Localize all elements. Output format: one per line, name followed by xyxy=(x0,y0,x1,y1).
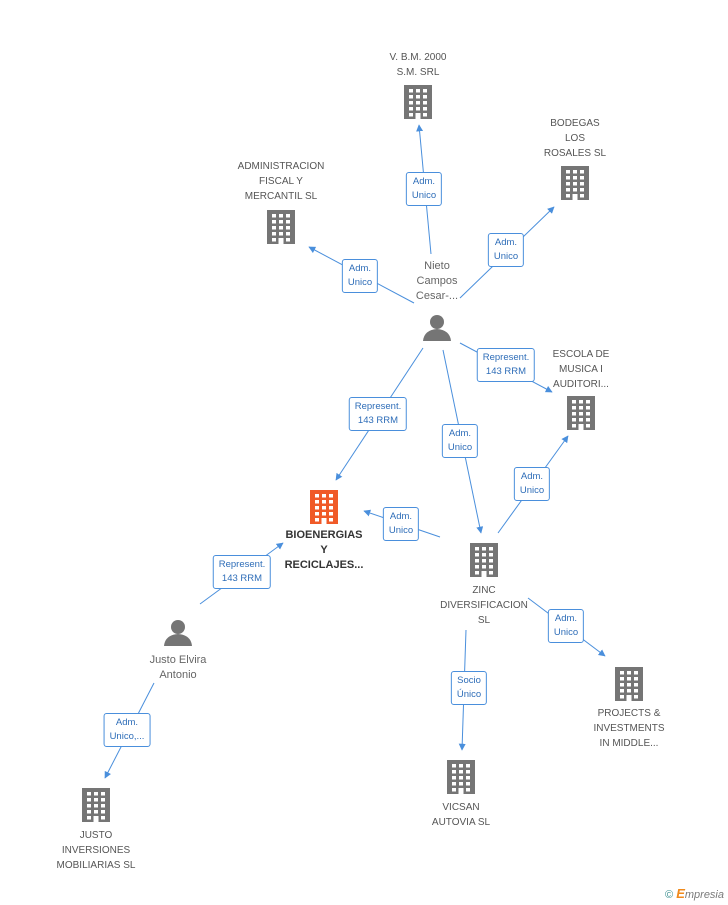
node-label-escola[interactable]: ESCOLA DE MUSICA I AUDITORI... xyxy=(552,349,610,390)
node-label-nieto[interactable]: Nieto Campos Cesar-... xyxy=(415,260,459,302)
edge-label-zinc-to-bioenergias[interactable]: Adm. Unico xyxy=(382,507,420,541)
building-icon-admin[interactable] xyxy=(267,210,295,244)
edge-label-zinc-to-vicsan[interactable]: Socio Único xyxy=(450,671,488,705)
node-label-admin[interactable]: ADMINISTRACION FISCAL Y MERCANTIL SL xyxy=(237,161,325,202)
node-label-zinc[interactable]: ZINC DIVERSIFICACION SL xyxy=(440,585,528,626)
building-icon-justo_inv[interactable] xyxy=(82,788,110,822)
building-icon-projects[interactable] xyxy=(615,667,643,701)
edge-label-nieto-to-zinc[interactable]: Adm. Unico xyxy=(441,424,479,458)
edge-label-nieto-to-bodegas[interactable]: Adm. Unico xyxy=(487,233,525,267)
brand-name: mpresia xyxy=(684,889,724,901)
edge-label-justo_elvira-to-justo_inv[interactable]: Adm. Unico,... xyxy=(103,713,151,747)
building-icon-bioenergias[interactable] xyxy=(310,490,338,524)
building-icon-vbm[interactable] xyxy=(404,85,432,119)
building-icon-vicsan[interactable] xyxy=(447,760,475,794)
person-icon-nieto[interactable] xyxy=(423,315,451,341)
building-icon-zinc[interactable] xyxy=(470,543,498,577)
copyright-symbol: © xyxy=(665,889,674,901)
edge-label-justo_elvira-to-bioenergias[interactable]: Represent. 143 RRM xyxy=(212,555,272,589)
node-label-bioenergias[interactable]: BIOENERGIAS Y RECICLAJES... xyxy=(284,529,364,571)
edge-label-zinc-to-escola[interactable]: Adm. Unico xyxy=(513,467,551,501)
building-icon-escola[interactable] xyxy=(567,396,595,430)
node-label-justo_elvira[interactable]: Justo Elvira Antonio xyxy=(149,654,207,681)
node-label-bodegas[interactable]: BODEGAS LOS ROSALES SL xyxy=(543,118,607,159)
node-label-projects[interactable]: PROJECTS & INVESTMENTS IN MIDDLE... xyxy=(593,708,665,749)
edge-label-nieto-to-escola[interactable]: Represent. 143 RRM xyxy=(476,348,536,382)
footer-brand: © Empresia xyxy=(665,886,724,901)
edge-label-zinc-to-projects[interactable]: Adm. Unico xyxy=(547,609,585,643)
brand-logo-letter: E xyxy=(676,886,685,901)
edge-label-nieto-to-admin[interactable]: Adm. Unico xyxy=(341,259,379,293)
edge-label-nieto-to-vbm[interactable]: Adm. Unico xyxy=(405,172,443,206)
node-label-vbm[interactable]: V. B.M. 2000 S.M. SRL xyxy=(389,52,447,78)
node-label-justo_inv[interactable]: JUSTO INVERSIONES MOBILIARIAS SL xyxy=(56,830,136,871)
node-label-vicsan[interactable]: VICSAN AUTOVIA SL xyxy=(431,802,491,828)
building-icon-bodegas[interactable] xyxy=(561,166,589,200)
person-icon-justo_elvira[interactable] xyxy=(164,620,192,646)
edge-label-nieto-to-bioenergias[interactable]: Represent. 143 RRM xyxy=(348,397,408,431)
